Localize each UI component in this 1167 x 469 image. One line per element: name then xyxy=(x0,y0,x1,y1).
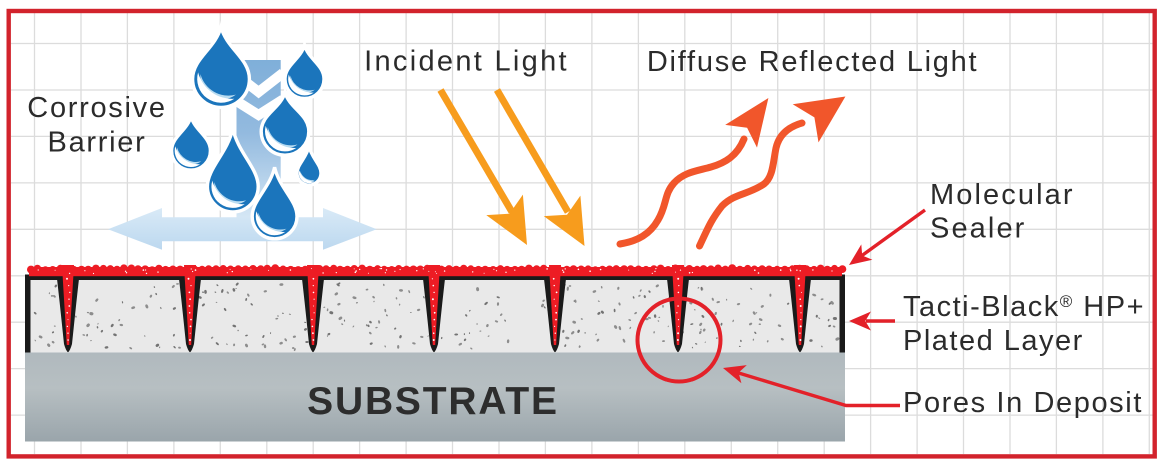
svg-text:Corrosive: Corrosive xyxy=(27,92,166,124)
svg-text:Pores In Deposit: Pores In Deposit xyxy=(903,387,1143,419)
svg-text:Diffuse Reflected Light: Diffuse Reflected Light xyxy=(647,46,979,78)
svg-text:SUBSTRATE: SUBSTRATE xyxy=(307,380,559,423)
svg-text:Molecular: Molecular xyxy=(930,179,1075,211)
svg-text:Plated Layer: Plated Layer xyxy=(903,325,1084,357)
svg-text:Incident Light: Incident Light xyxy=(364,46,569,78)
svg-text:Sealer: Sealer xyxy=(930,213,1026,245)
svg-text:Barrier: Barrier xyxy=(48,127,147,159)
svg-text:Tacti-Black® HP+: Tacti-Black® HP+ xyxy=(903,291,1145,323)
